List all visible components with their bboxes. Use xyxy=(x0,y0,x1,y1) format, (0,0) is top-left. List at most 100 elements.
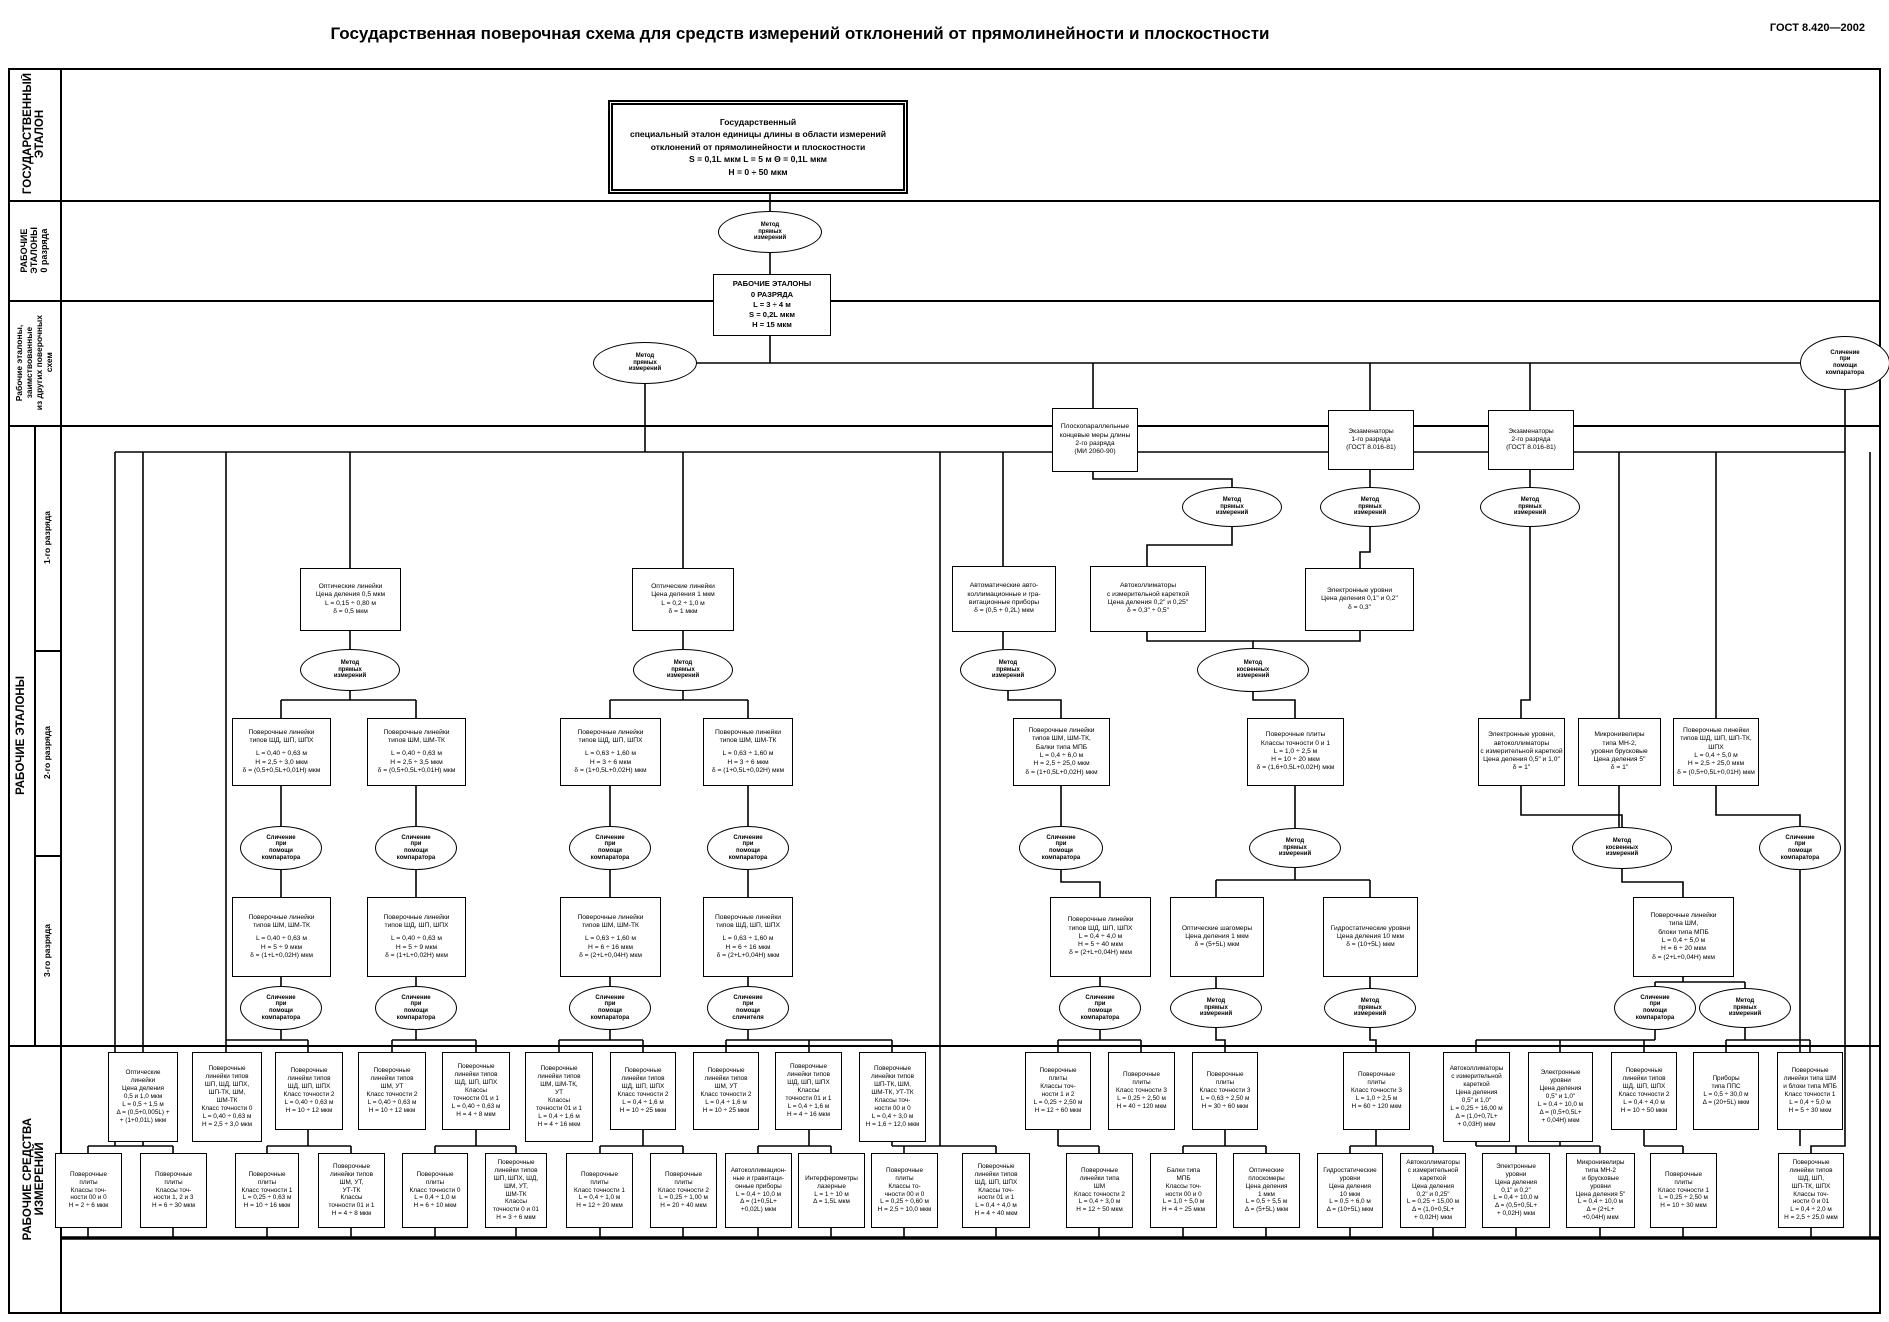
ellipse-line: Метод xyxy=(635,352,655,359)
node-line: Цена деления 5" xyxy=(1575,1190,1626,1198)
node-line: Цена деления 1 мкм xyxy=(1185,932,1249,940)
ellipse-line: при xyxy=(275,1001,287,1008)
connector xyxy=(1520,786,1623,827)
ellipse-line: измерений xyxy=(1215,510,1249,517)
node-line: и блоки типа МПБ xyxy=(1783,1083,1837,1091)
node-line: типа МН-2, xyxy=(1602,739,1637,747)
node-line: линейки типов xyxy=(330,1170,373,1178)
ellipse-line: прямых xyxy=(1358,1004,1382,1011)
ellipse-line: помощи xyxy=(598,848,622,854)
node-line: Δ = (1+0,5L+ xyxy=(740,1198,777,1206)
node-line: чности 00 и 0 xyxy=(884,1190,925,1198)
node-line: Поверочные линейки xyxy=(577,728,644,736)
node-line: линейки типов xyxy=(287,1075,331,1083)
node-line: типов ШМ, ШМ-ТК xyxy=(388,737,445,745)
node-line: 0,5 и 1,0 мкм xyxy=(123,1093,163,1101)
node-line: линейки типов xyxy=(454,1071,498,1079)
node-line: Классы точ- xyxy=(1165,1182,1202,1190)
sidebar-borrowed-etalons: Рабочие эталоны, заимствованные из други… xyxy=(14,314,54,411)
node-line: Δ = (5+5L) мкм xyxy=(1244,1206,1289,1214)
ellipse-line: измерений xyxy=(1199,1011,1233,1018)
node-line: Поверочные xyxy=(457,1063,495,1071)
ellipse-line: Сличение xyxy=(1830,349,1860,356)
node-line: Плоскопараллельные xyxy=(1060,423,1130,431)
node-line: 2-го разряда xyxy=(1075,440,1115,447)
node-line: H = 2 ÷ 6 мкм xyxy=(68,1202,109,1210)
node-line: Поверочные xyxy=(624,1067,662,1075)
node-line: МПБ xyxy=(1176,1174,1191,1182)
node-line: H = 4 ÷ 16 мкм xyxy=(787,1110,830,1118)
node-line: 0,5" и 1,0" xyxy=(1545,1093,1576,1101)
node-line: Поверочные xyxy=(1792,1158,1830,1166)
node-line: Автоматические авто- xyxy=(969,582,1039,590)
ellipse-line: Сличение xyxy=(1085,994,1115,1001)
ellipse-line: помощи xyxy=(1088,1008,1112,1014)
ellipse-line: измерений xyxy=(666,673,700,680)
node-line: Класс точности 3 xyxy=(1351,1087,1402,1095)
ellipse-line: Метод xyxy=(1360,997,1380,1004)
node-line: ШМ, ШМ-ТК, xyxy=(540,1081,578,1089)
node-line: типа МН-2 xyxy=(1585,1166,1616,1174)
connector xyxy=(1092,472,1233,487)
ellipse-line: при xyxy=(1794,841,1806,848)
sidebar-working-instruments: РАБОЧИЕ СРЕДСТВА ИЗМЕРЕНИЙ xyxy=(22,1118,46,1241)
node-line: блоки типа МПБ xyxy=(1658,928,1709,936)
node-line: δ = 0,3" xyxy=(1347,603,1371,611)
ellipse-line: Сличение xyxy=(1046,834,1076,841)
node-line: Поверочные линейки xyxy=(383,728,450,736)
node-line: линейки типов xyxy=(621,1075,665,1083)
node-line: Поверочные xyxy=(886,1166,923,1174)
connector xyxy=(1520,527,1531,718)
node-line: Гидростатические уровни xyxy=(1330,924,1411,932)
ellipse-line: при xyxy=(1839,356,1851,363)
node-line: плиты xyxy=(1367,1079,1386,1087)
node-line: Автоколлимацион- xyxy=(730,1166,787,1174)
node-line: Поверочные xyxy=(333,1162,370,1170)
node-line: L = 0,63 ÷ 1,60 м xyxy=(585,750,636,758)
node-line: линейки типа ШМ xyxy=(1783,1075,1837,1083)
node-line: L = 0,4 ÷ 5,0 м xyxy=(1789,1098,1831,1106)
ellipse-line: компаратора xyxy=(1080,1014,1120,1021)
node-line: L = 0,63 ÷ 1,60 м xyxy=(722,935,774,943)
node-line: линейки типов xyxy=(871,1073,914,1081)
sidebar-razryad-3: 3-го разряда xyxy=(42,923,52,977)
ellipse-line: Метод xyxy=(340,659,360,666)
node-line: L = 0,5 ÷ 1,5 м xyxy=(122,1100,164,1108)
ellipse-line: Сличение xyxy=(266,834,296,841)
node-line: ШП-ТК, ШМ, xyxy=(874,1081,911,1089)
node-line: Класс точности 0 xyxy=(409,1186,461,1194)
node-line: +0,04H) мкм xyxy=(1582,1214,1619,1222)
ellipse-line: прямых xyxy=(1358,503,1382,510)
node-line: H = 15 мкм xyxy=(752,320,792,330)
node-line: Δ = (0,5+0,5L+ xyxy=(1494,1202,1538,1210)
node-line: уровни xyxy=(1550,1077,1571,1085)
node-line: Автоколлиматоры xyxy=(1449,1065,1504,1073)
ellipse-line: Метод xyxy=(760,221,780,228)
node-line: δ = (1,6+0,5L+0,02H) мкм xyxy=(1256,764,1335,772)
node-line: Цена деления 0,2" и 0,25" xyxy=(1107,599,1189,606)
node-line: ШД, ШП, ШПХ xyxy=(787,1079,830,1087)
node-line: L = 1 ÷ 10 м xyxy=(814,1190,849,1198)
node-line: L = 0,40 ÷ 0,63 м xyxy=(284,1098,334,1106)
node-line: L = 0,4 ÷ 3,0 м xyxy=(1078,1198,1121,1206)
connector xyxy=(1715,786,1801,826)
node-line: ШМ, УТ, xyxy=(339,1178,364,1186)
